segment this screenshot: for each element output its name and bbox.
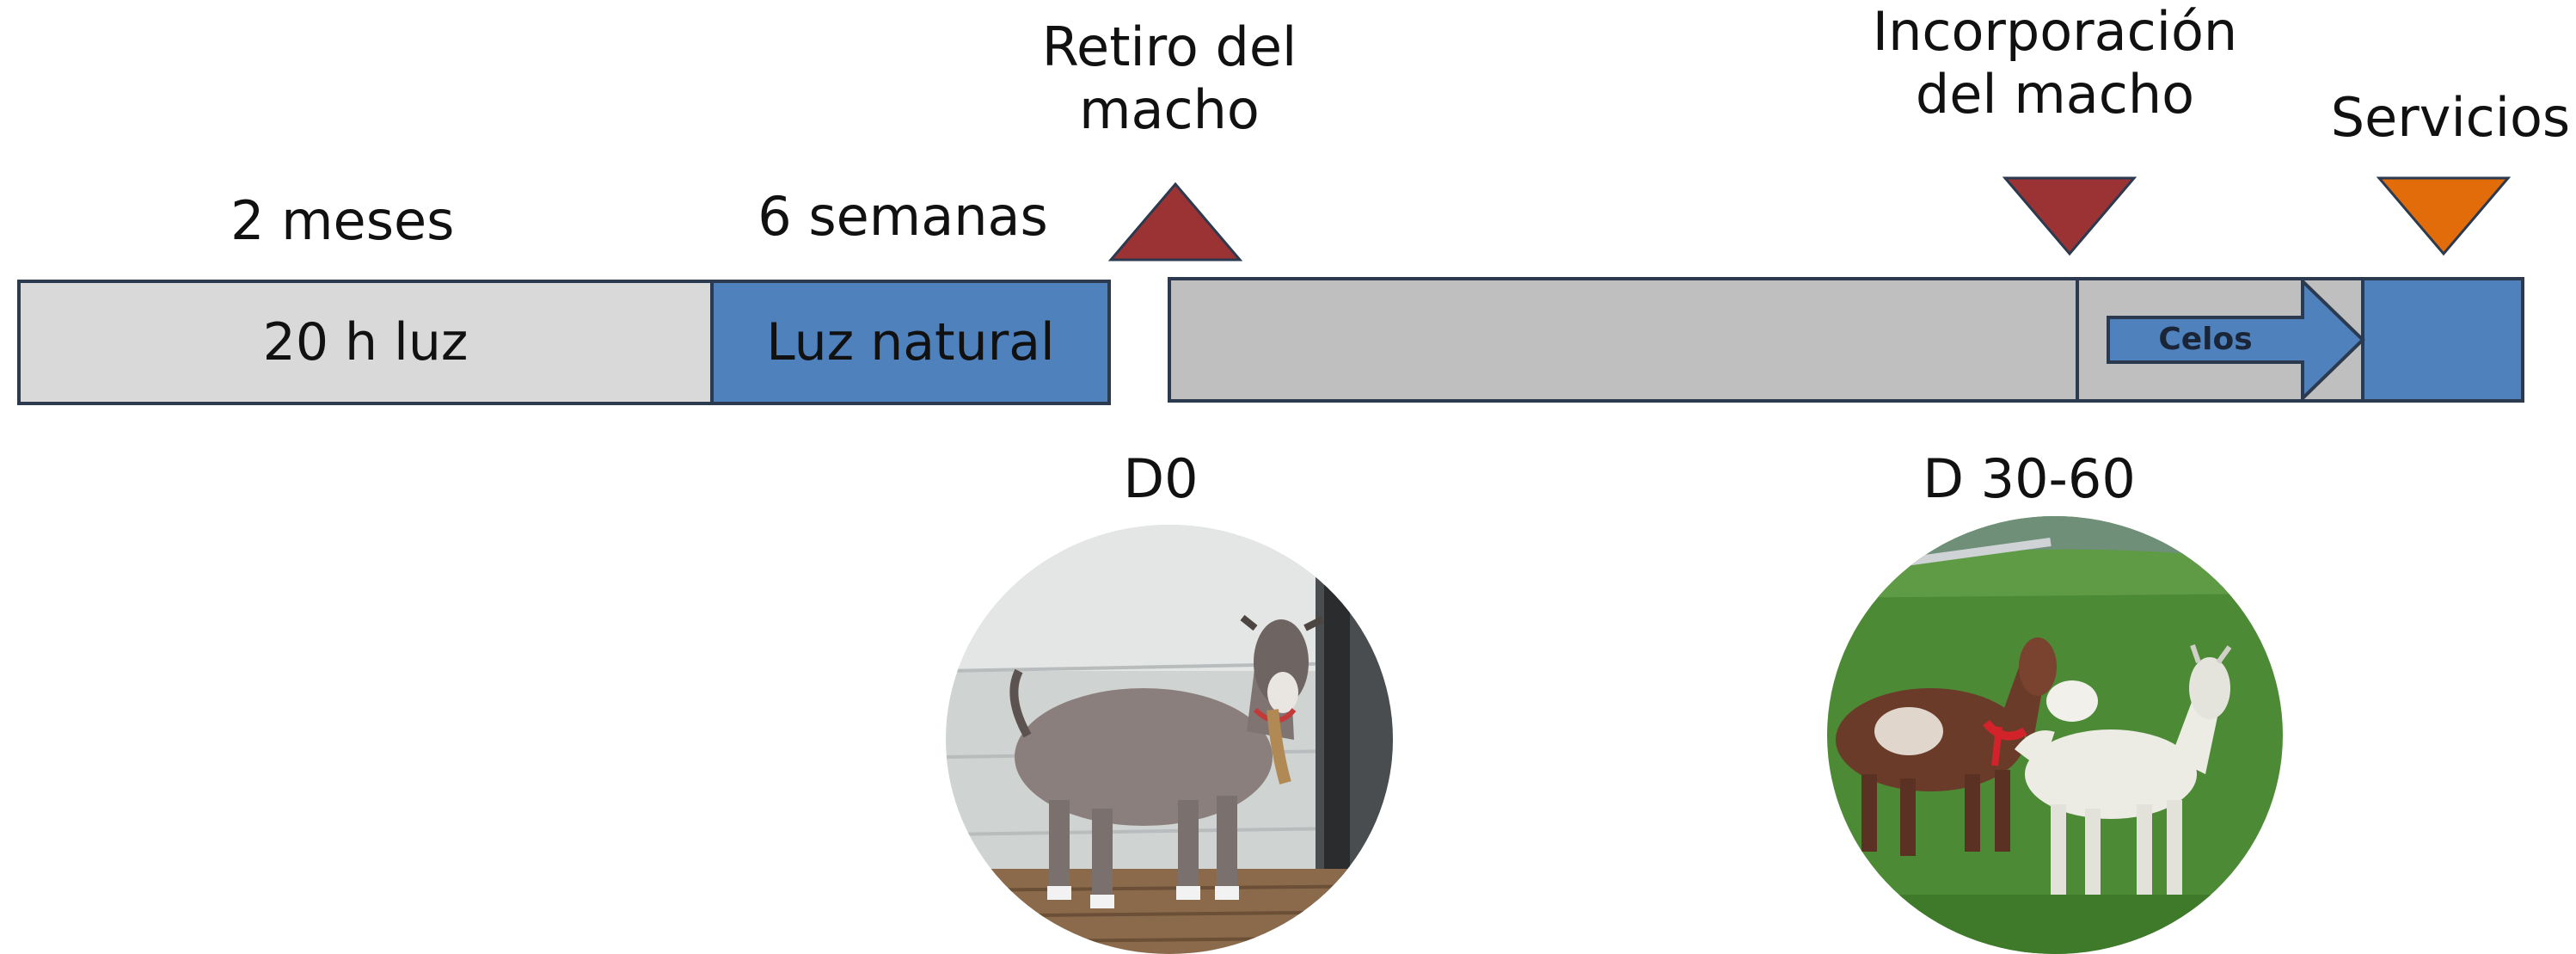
services-marker-icon — [2376, 176, 2512, 256]
goat-single-photo — [946, 525, 1393, 954]
goats-pair-illustration — [1827, 516, 2283, 954]
male-introduction-marker-icon — [2002, 176, 2137, 256]
goat-single-illustration — [946, 525, 1393, 954]
isolation-bar — [1168, 277, 2079, 403]
phase2-bar: Luz natural — [710, 280, 1111, 405]
day-marker-d0: D0 — [1123, 447, 1199, 510]
phase1-duration-label: 2 meses — [230, 189, 455, 252]
male-removal-label: Retiro del macho — [1041, 15, 1297, 142]
services-label: Servicios — [2330, 86, 2571, 149]
heat-arrow-label: Celos — [2158, 322, 2253, 357]
phase2-duration-label: 6 semanas — [757, 185, 1048, 248]
phase1-bar-label: 20 h luz — [262, 312, 469, 372]
services-bar — [2361, 277, 2524, 403]
day-marker-d30-60: D 30-60 — [1923, 447, 2136, 510]
phase1-bar: 20 h luz — [17, 280, 714, 405]
phase2-bar-label: Luz natural — [766, 312, 1055, 372]
goats-pair-photo — [1827, 516, 2283, 954]
male-removal-marker-icon — [1107, 182, 1243, 262]
male-introduction-label: Incorporación del macho — [1872, 0, 2238, 126]
heat-arrow-icon — [2107, 277, 2365, 403]
